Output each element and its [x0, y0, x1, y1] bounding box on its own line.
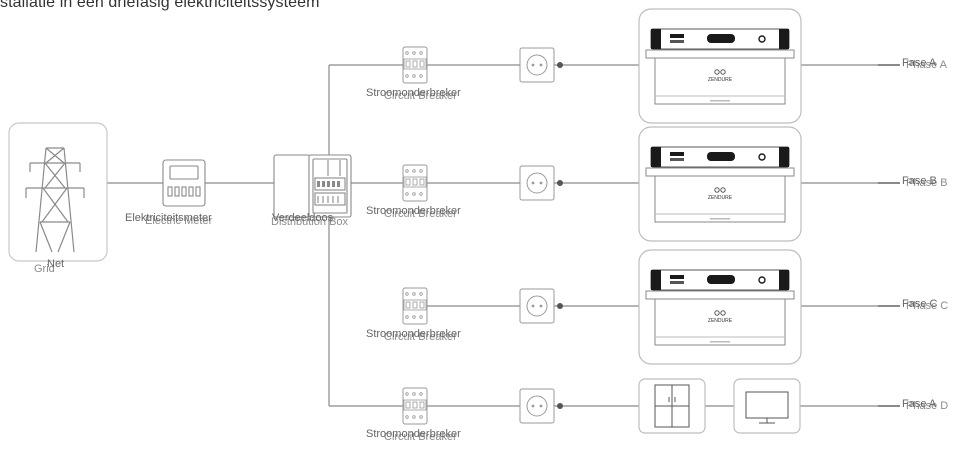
battery-unit-icon: ZENDURE [638, 249, 802, 365]
wall-socket-icon [519, 165, 563, 201]
distribution-box-icon [273, 154, 352, 218]
phase-label-nl: Fase B [902, 175, 937, 187]
branch-row: ZENDURE [402, 8, 900, 124]
circuit-breaker-label-en: Circuit Breaker [384, 90, 457, 102]
circuit-breaker-label-nl: Stroomonderbreker [366, 87, 461, 99]
distribution-label: Verdeeldoos Distribution Box [271, 212, 348, 228]
feed-lines [107, 64, 403, 407]
phase-label-nl: Fase A [902, 57, 937, 69]
phase-label-en: Phase B [906, 177, 948, 189]
grid-label: Net Grid [34, 258, 65, 275]
circuit-breaker-label-nl: Stroomonderbreker [366, 328, 461, 340]
circuit-breaker-icon [402, 387, 428, 425]
circuit-breaker-icon [402, 287, 428, 325]
grid-label-en: Grid [34, 263, 55, 275]
battery-unit-icon: ZENDURE [638, 8, 802, 124]
circuit-breaker-label-nl: Stroomonderbreker [366, 205, 461, 217]
battery-brand-text: ZENDURE [708, 77, 733, 83]
circuit-breaker-label-en: Circuit Breaker [384, 431, 457, 443]
electric-meter-icon [162, 159, 206, 207]
meter-label: Elektriciteitsmeter Electric Meter [125, 212, 213, 227]
branch-row [402, 378, 900, 434]
circuit-breaker-label-en: Circuit Breaker [384, 331, 457, 343]
branch-rows: ZENDURE ZENDURE ZENDURE [351, 8, 900, 434]
battery-brand-text: ZENDURE [708, 195, 733, 201]
circuit-breaker-label-en: Circuit Breaker [384, 208, 457, 220]
wall-socket-icon [519, 288, 563, 324]
grid-label-nl: Net [47, 258, 65, 270]
wall-socket-icon [519, 388, 563, 424]
refrigerator-icon [638, 378, 706, 434]
distribution-label-en: Distribution Box [271, 216, 349, 228]
branch-row: ZENDURE [351, 126, 900, 242]
battery-brand-text: ZENDURE [708, 318, 733, 324]
phase-label-en: Phase C [906, 300, 949, 312]
battery-unit-icon: ZENDURE [638, 126, 802, 242]
wall-socket-icon [519, 47, 563, 83]
circuit-breaker-icon [402, 46, 428, 84]
branch-row: ZENDURE [402, 249, 900, 365]
distribution-label-nl: Verdeeldoos [272, 212, 334, 224]
phase-label-nl: Fase A [902, 398, 937, 410]
meter-label-nl: Elektriciteitsmeter [125, 212, 212, 224]
grid-tower-icon [8, 122, 108, 262]
circuit-breaker-label-nl: Stroomonderbreker [366, 428, 461, 440]
phase-label-nl: Fase C [902, 298, 938, 310]
phase-label-en: Phase D [906, 400, 949, 412]
meter-label-en: Electric Meter [145, 215, 213, 227]
diagram-title: stallatie in een driefasig elektriciteit… [0, 0, 320, 11]
television-icon [733, 378, 801, 434]
phase-label-en: Phase A [906, 59, 947, 71]
circuit-breaker-icon [402, 164, 428, 202]
